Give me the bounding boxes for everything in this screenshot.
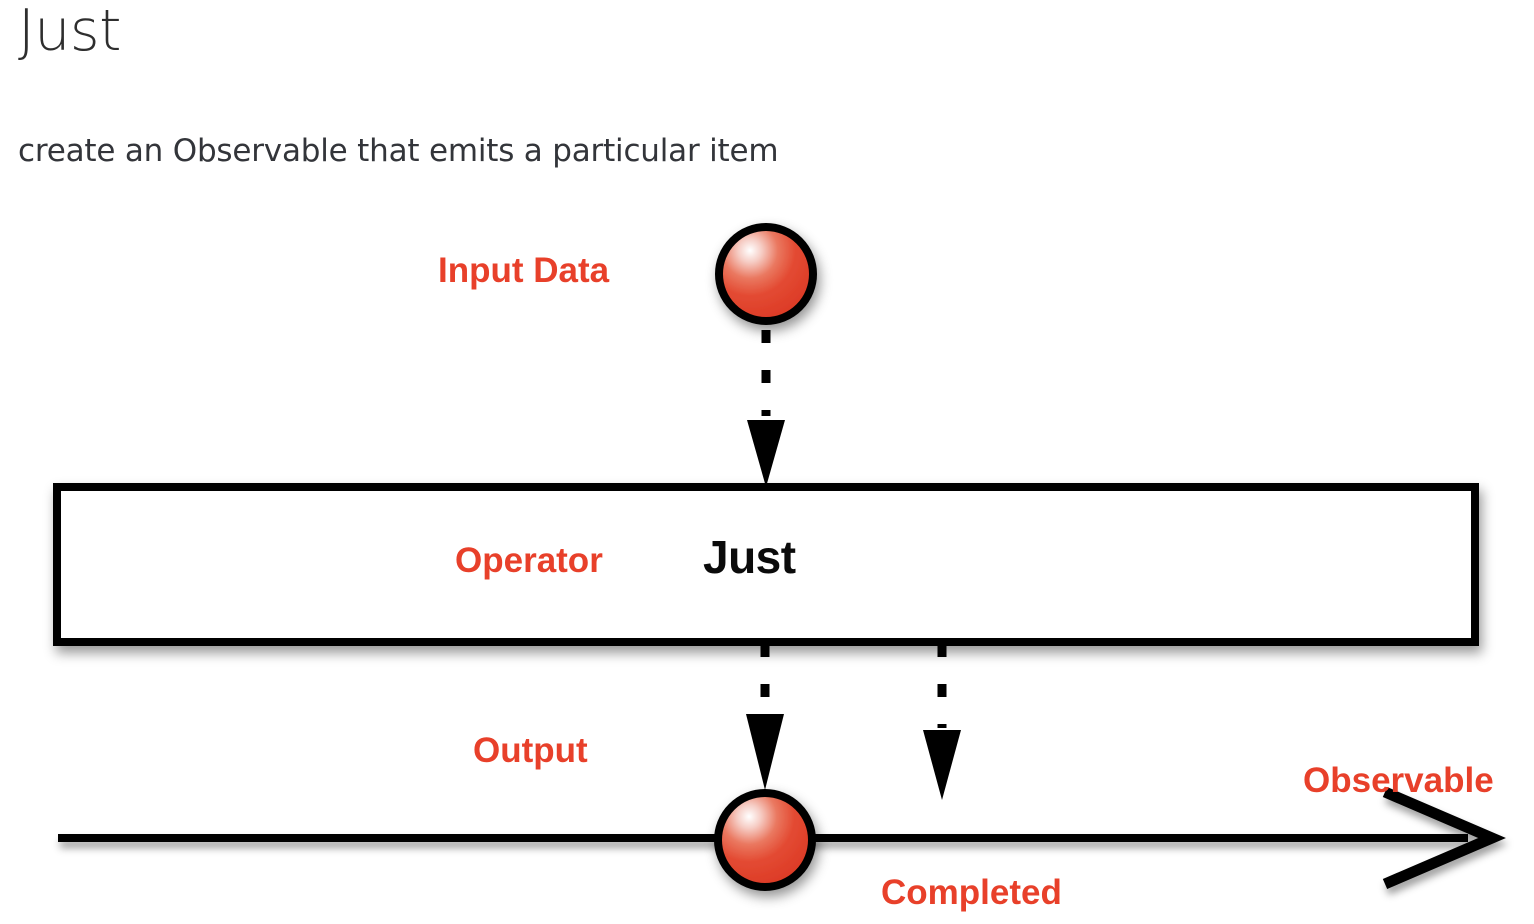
label-operator-name: Just xyxy=(703,531,796,583)
arrow-operator-to-output xyxy=(746,644,784,790)
label-completed: Completed xyxy=(881,873,1062,912)
label-operator: Operator xyxy=(455,541,603,580)
timeline-arrowhead-icon xyxy=(1382,786,1506,890)
label-output: Output xyxy=(473,731,588,770)
arrowhead-completed-icon xyxy=(923,730,961,800)
label-observable: Observable xyxy=(1303,761,1494,800)
arrow-operator-to-completed xyxy=(923,644,961,800)
arrowhead-input-icon xyxy=(747,420,785,487)
input-marble-circle xyxy=(715,223,817,325)
input-marble xyxy=(715,223,817,325)
label-input-data: Input Data xyxy=(438,251,610,290)
page-subtitle: create an Observable that emits a partic… xyxy=(18,133,779,169)
arrow-input-to-operator xyxy=(747,330,785,487)
output-marble xyxy=(714,789,816,891)
page-title: Just xyxy=(18,0,121,64)
arrowhead-output-icon xyxy=(746,714,784,790)
output-marble-circle xyxy=(714,789,816,891)
